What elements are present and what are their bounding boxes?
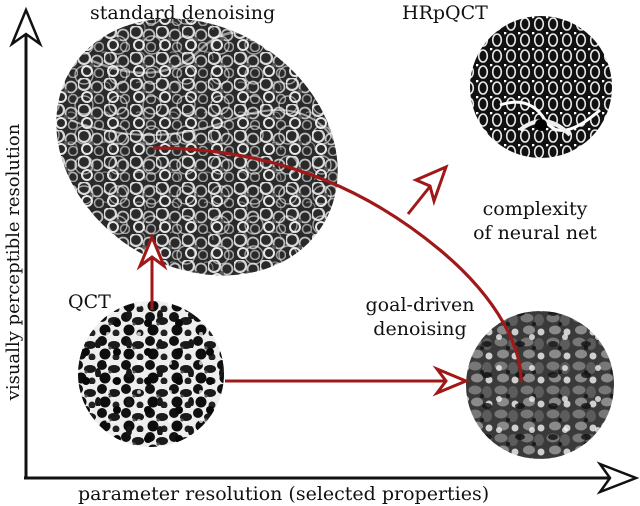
label-standard-denoising: standard denoising bbox=[90, 2, 276, 24]
label-complexity-line2: of neural net bbox=[473, 222, 597, 244]
label-qct: QCT bbox=[68, 291, 111, 313]
x-axis-label: parameter resolution (selected propertie… bbox=[78, 483, 490, 505]
qct-image bbox=[78, 301, 224, 447]
label-goal-driven: goal-driven denoising bbox=[350, 293, 490, 341]
goal-driven-image bbox=[466, 311, 614, 459]
y-axis-arrowhead bbox=[9, 6, 43, 48]
hrpqct-image bbox=[470, 16, 612, 158]
label-complexity: complexity of neural net bbox=[440, 197, 630, 245]
y-axis bbox=[9, 6, 43, 478]
curve-standard-to-goal-driven bbox=[152, 146, 523, 383]
label-complexity-line1: complexity bbox=[482, 198, 588, 220]
arrow-qct-to-standard bbox=[136, 233, 168, 310]
label-goal-driven-line2: denoising bbox=[373, 318, 467, 340]
x-axis-arrowhead bbox=[596, 461, 640, 495]
label-hrpqct: HRpQCT bbox=[402, 2, 488, 24]
label-goal-driven-line1: goal-driven bbox=[365, 294, 475, 316]
x-axis bbox=[24, 461, 640, 495]
arrow-complexity bbox=[406, 164, 449, 215]
y-axis-label: visually perceptible resolution bbox=[3, 123, 24, 401]
arrow-qct-to-goal-driven bbox=[225, 365, 470, 397]
